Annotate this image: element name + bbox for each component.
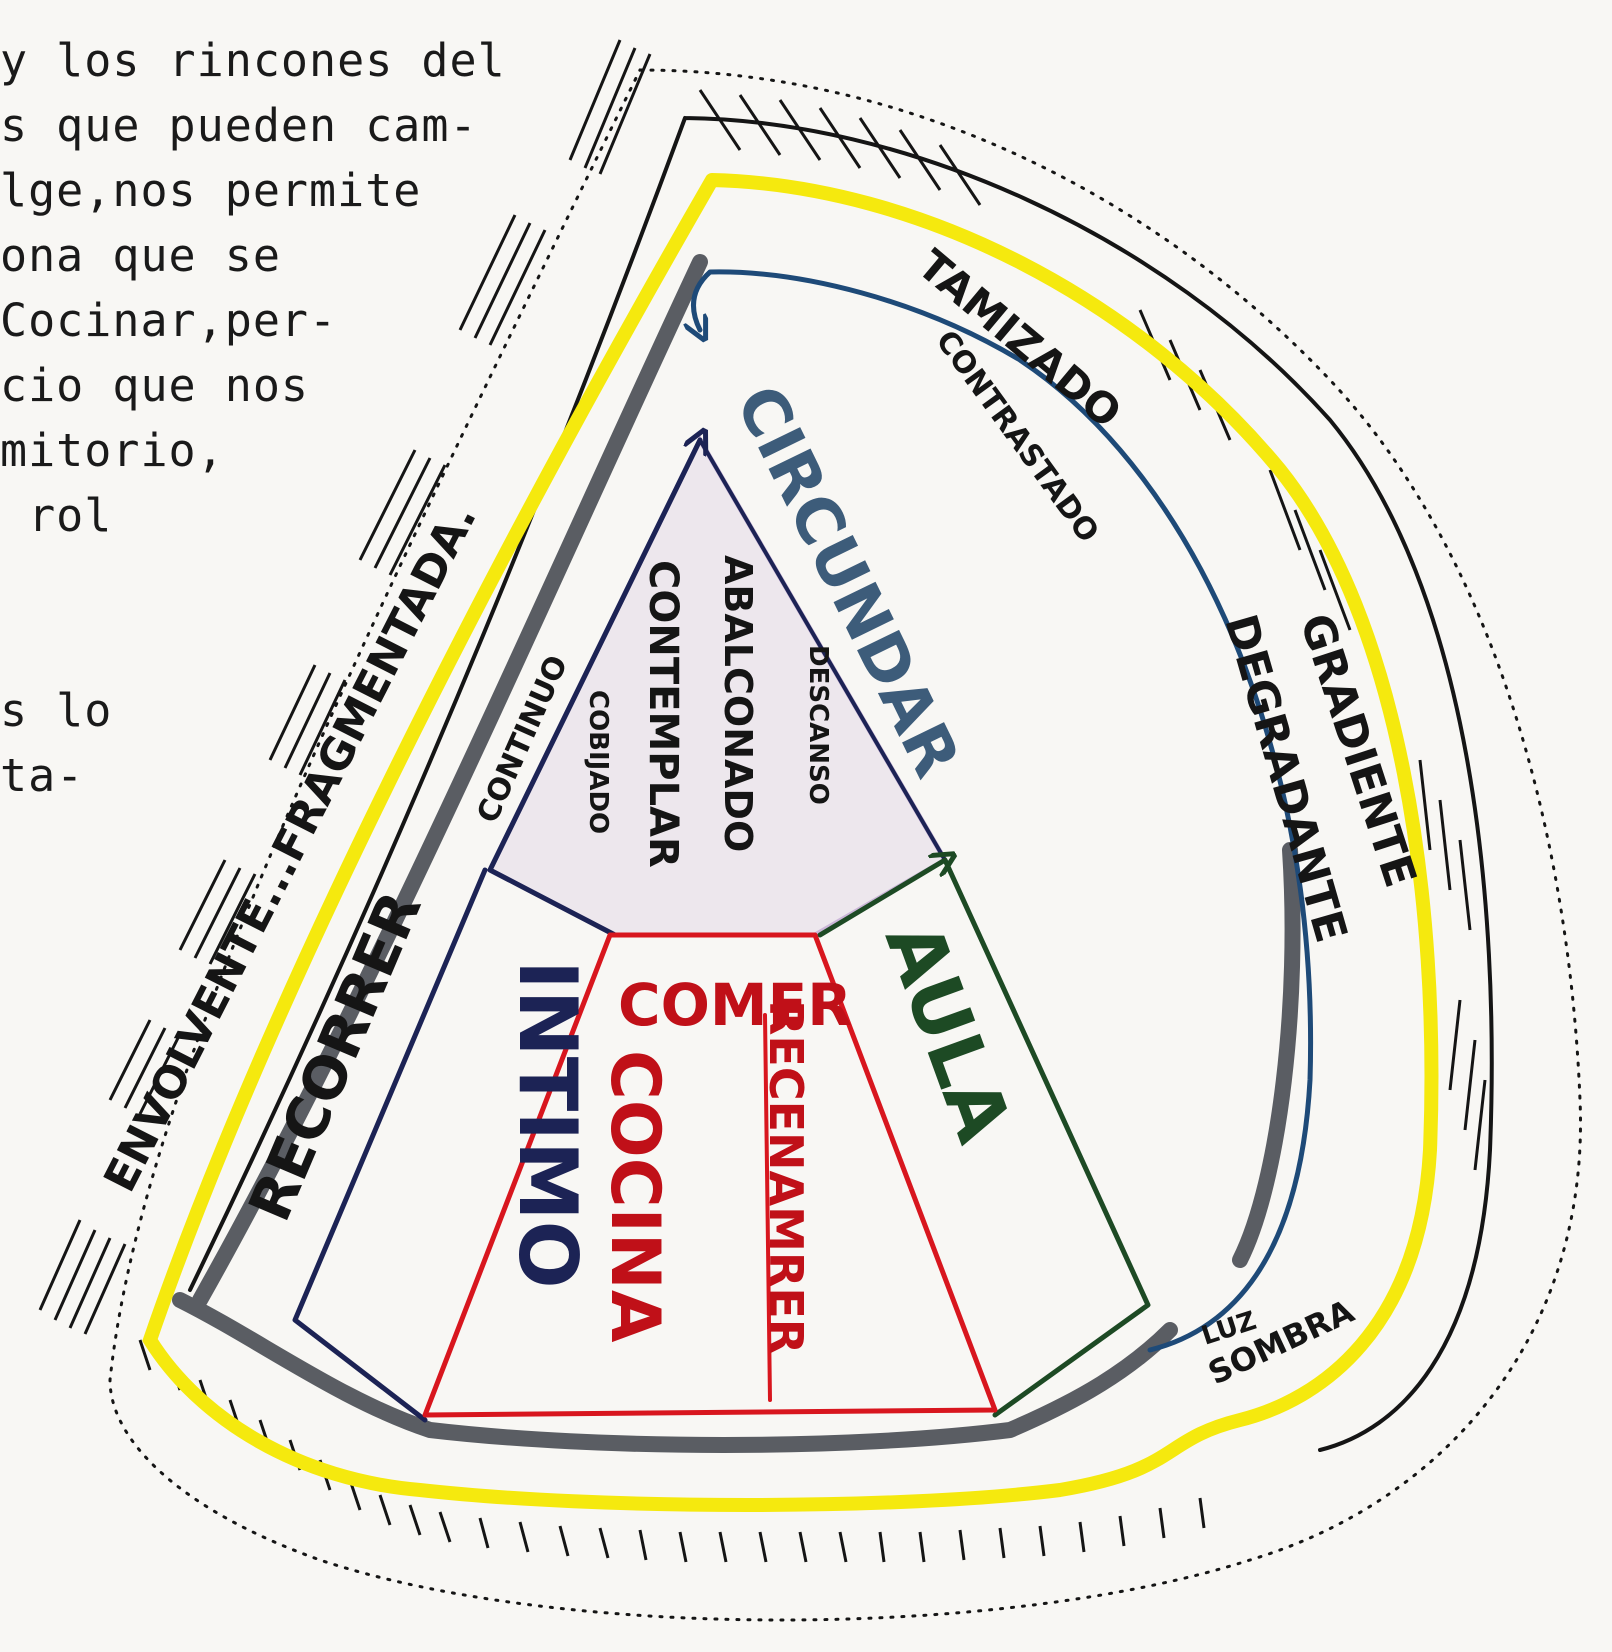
abalconado-label: ABALCONADO <box>716 555 760 852</box>
cocina-label: COCINA <box>595 1050 674 1343</box>
intimo-label: INTIMO <box>501 960 594 1289</box>
recenamrer-label: RECENAMRER <box>759 1000 813 1354</box>
descanso-label: DESCANSO <box>803 645 833 805</box>
cobijado-label: COBIJADO <box>583 690 613 834</box>
aula-label: AULA <box>868 911 1029 1153</box>
contemplar-label: CONTEMPLAR <box>640 560 686 868</box>
comer-label: COMER <box>618 971 852 1039</box>
